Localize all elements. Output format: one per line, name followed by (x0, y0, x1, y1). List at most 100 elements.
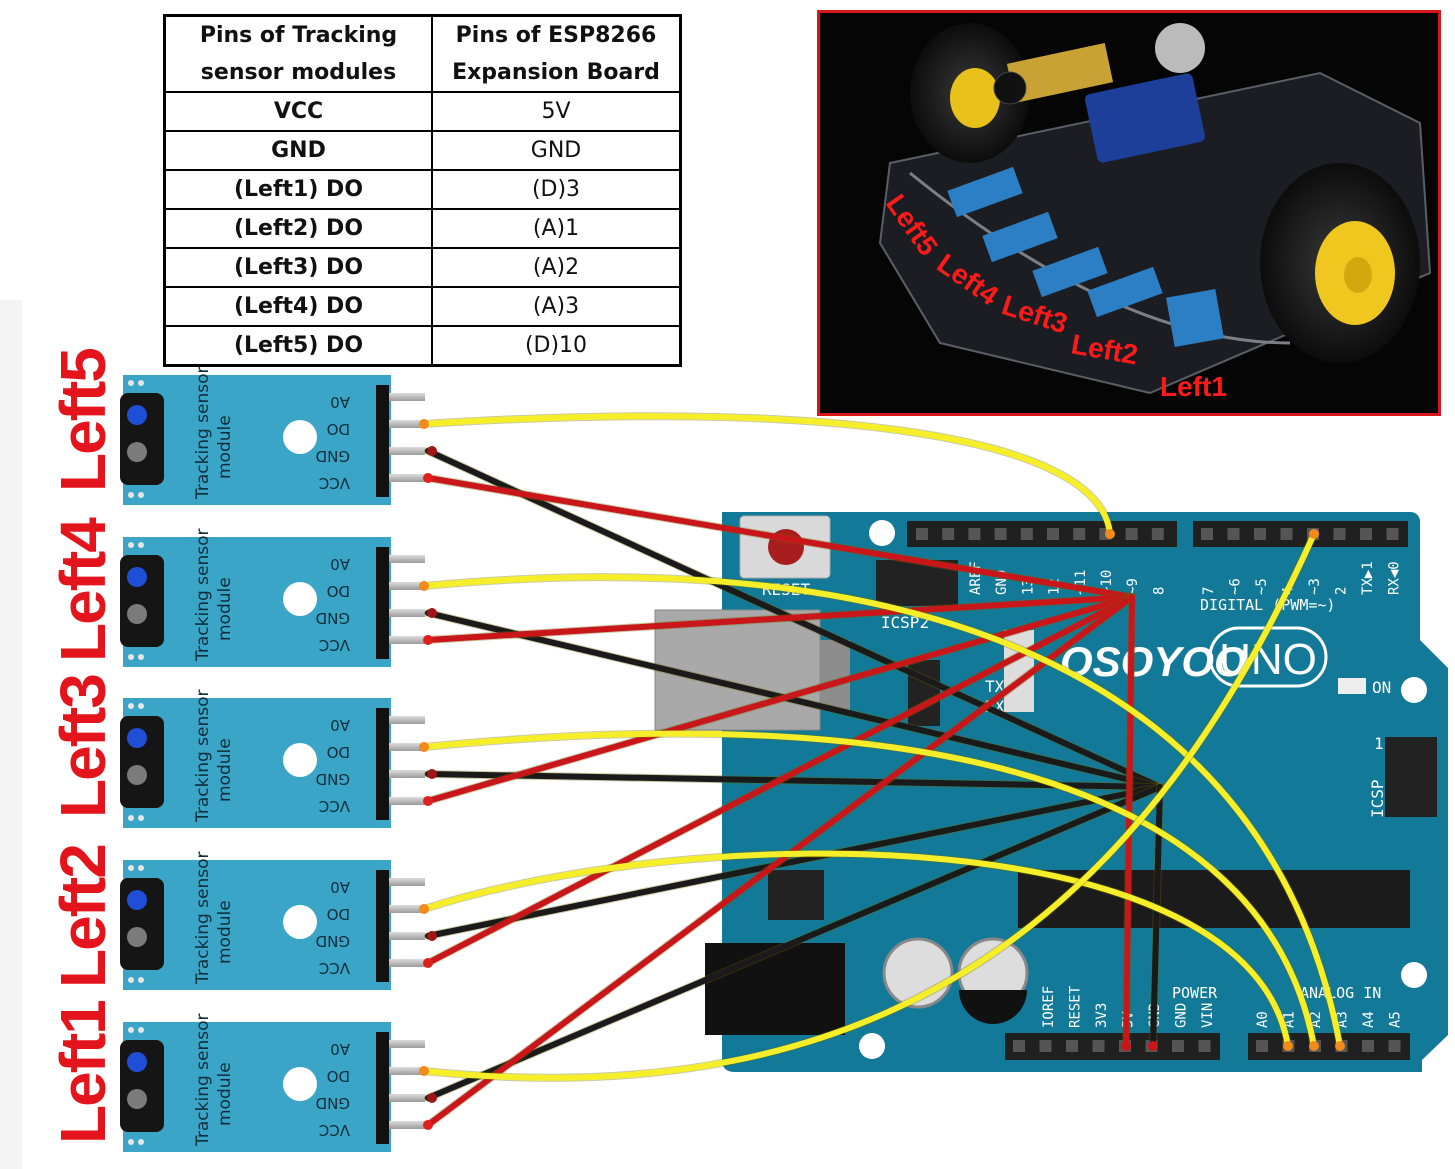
module-pin (389, 555, 425, 563)
side-label-left4: Left4 (47, 519, 119, 662)
wire-endpoint (423, 473, 433, 483)
board-pin-label: A3 (1335, 1011, 1351, 1028)
side-label-left3: Left3 (47, 675, 119, 818)
board-pin-label: A4 (1361, 1011, 1377, 1028)
power-label: POWER (1172, 984, 1218, 1002)
table-cell: 5V (431, 91, 682, 132)
wire-endpoint (1121, 1041, 1131, 1051)
header-pin (1309, 1040, 1321, 1052)
header-pin (1099, 528, 1112, 540)
ground-wire-shadow (424, 770, 1164, 791)
header-pin (1282, 1040, 1295, 1052)
header-pin (1201, 528, 1213, 540)
module-hole (128, 1139, 134, 1145)
table-cell: (D)3 (431, 169, 682, 210)
ground-wire-shadow (424, 783, 1164, 1102)
module-pin (389, 1094, 425, 1102)
header-pin (1172, 1040, 1184, 1052)
board-pin-label: GND (994, 570, 1010, 595)
wire-endpoint (419, 1066, 429, 1076)
header-pin (1360, 528, 1372, 540)
board-pcb (722, 512, 1448, 1072)
module-hole (128, 977, 134, 983)
reset-button-cap (768, 529, 804, 565)
side-label-left2: Left2 (47, 845, 119, 988)
module-pin (389, 770, 425, 778)
table-header-row: Pins of Tracking sensor modules Pins of … (163, 14, 682, 93)
usb-connector (654, 609, 821, 731)
module-pin-label: DO (327, 743, 350, 761)
atmega-chip (1018, 870, 1410, 928)
icsp2-label: ICSP2 (881, 613, 929, 632)
ir-receiver (127, 604, 147, 624)
module-pin-label: A0 (330, 716, 350, 734)
tx-label: TX (985, 677, 1005, 696)
analog-header (1248, 1033, 1410, 1060)
table-cell: (D)10 (431, 325, 682, 367)
header-pin (1047, 528, 1059, 540)
module-pin (389, 959, 425, 967)
module-pin (389, 905, 425, 913)
table-cell: (Left2) DO (163, 208, 433, 249)
digital-header-right (1193, 521, 1408, 547)
module-pcb (123, 698, 391, 828)
header-pin (1066, 1040, 1078, 1052)
wire-endpoint (427, 931, 437, 941)
icsp-label: ICSP (1368, 779, 1387, 818)
ir-sensor-housing (120, 555, 164, 647)
photo-sensor-left4 (982, 211, 1058, 263)
module-pin (389, 878, 425, 886)
table-header-board-pins: Pins of ESP8266 Expansion Board (431, 14, 682, 93)
wire-endpoint (423, 635, 433, 645)
rx-label: RX (985, 697, 1005, 716)
board-pin-label: 5V (1121, 1011, 1137, 1028)
module-mount-hole (283, 582, 317, 616)
ground-wire (425, 784, 1163, 1101)
table-cell: (A)2 (431, 247, 682, 288)
wire-endpoint (427, 446, 437, 456)
board-pin-label: 7 (1201, 587, 1217, 595)
table-row: (Left5) DO(D)10 (163, 325, 682, 367)
board-pin-label: ~10 (1099, 570, 1115, 595)
table-cell: (Left3) DO (163, 247, 433, 288)
power-wire (425, 594, 1135, 966)
ir-sensor-housing (120, 393, 164, 485)
module-pin-label: DO (327, 420, 350, 438)
module-hole (138, 703, 144, 709)
module-text: Tracking sensor (193, 851, 213, 985)
table-row: (Left1) DO(D)3 (163, 169, 682, 210)
header-pin (1013, 1040, 1025, 1052)
board-pin-label: ~9 (1125, 578, 1141, 595)
regulator (768, 870, 824, 920)
wire-endpoint (1309, 529, 1319, 539)
module-pin-label: VCC (319, 959, 350, 977)
header-pin (1227, 528, 1240, 540)
module-pin-label: GND (316, 932, 350, 950)
wire-endpoint (1283, 1041, 1293, 1051)
module-pin (389, 582, 425, 590)
module-pin (389, 609, 425, 617)
usb-shell (820, 640, 850, 710)
header-pin (1145, 1040, 1158, 1052)
module-mount-hole (283, 1067, 317, 1101)
table-row: (Left3) DO(A)2 (163, 247, 682, 288)
header-pin (916, 528, 928, 540)
board-pin-label: RX◀0 (1387, 561, 1403, 595)
module-pin-label: VCC (319, 474, 350, 492)
board-pin-label: VIN (1200, 1003, 1216, 1028)
header-line: Pins of Tracking (199, 23, 398, 48)
module-hole (128, 865, 134, 871)
table-cell: (A)1 (431, 208, 682, 249)
board-pin-label: 12 (1047, 578, 1063, 595)
ir-sensor-housing (120, 716, 164, 808)
module-hole (138, 865, 144, 871)
digital-label: DIGITAL (PWM=~) (1200, 596, 1335, 614)
signal-wire-left1-shadow (420, 530, 1318, 1082)
board-pin-label: RESET (1068, 985, 1084, 1028)
buzzer (993, 71, 1027, 105)
on-label: ON (1372, 678, 1391, 697)
usb-chip (908, 660, 940, 726)
